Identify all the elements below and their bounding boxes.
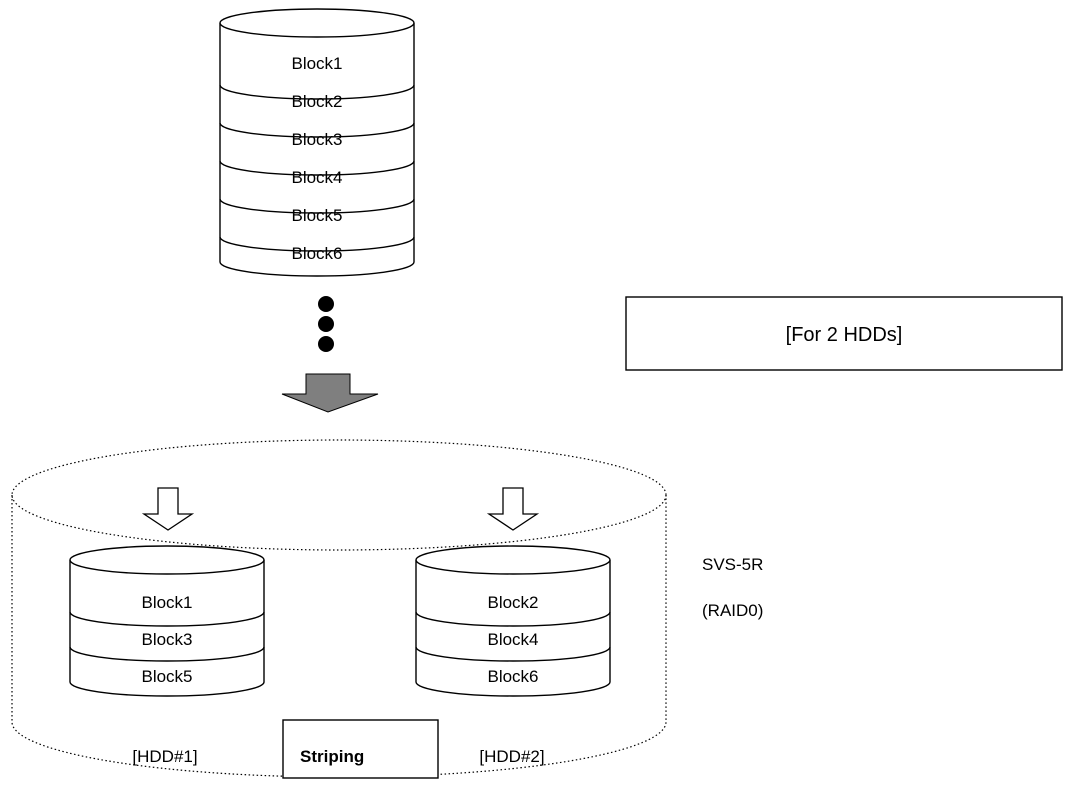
for-hdds-box: [For 2 HDDs] (625, 296, 1063, 371)
source-divider (219, 122, 415, 138)
source-block-label: Block2 (291, 92, 342, 111)
source-block-label: Block4 (291, 168, 342, 187)
hdd2-block-label: Block4 (487, 630, 538, 649)
dot (318, 316, 334, 332)
hdd2-divider (415, 611, 611, 627)
hdd1-block-label: Block3 (141, 630, 192, 649)
hdd2-block-label: Block6 (487, 667, 538, 686)
striping-label: Striping (300, 747, 364, 766)
hdd1-cylinder-body (69, 560, 265, 697)
source-cylinder-body (219, 23, 415, 277)
dot (318, 296, 334, 312)
hdd2-block-label: Block2 (487, 593, 538, 612)
source-divider (219, 84, 415, 100)
source-divider (219, 198, 415, 214)
hdd1-label: [HDD#1] (132, 747, 197, 766)
hdd1-cylinder (69, 545, 265, 697)
striping-box: Striping (282, 719, 439, 779)
hdd2-cylinder (415, 545, 611, 697)
hdd1-divider (69, 646, 265, 662)
hdd1-cylinder-top (69, 545, 265, 575)
source-block-labels: Block1 Block2 Block3 Block4 Block5 Block… (291, 54, 342, 263)
source-cylinder-top (219, 8, 415, 38)
continuation-dots (318, 296, 334, 352)
source-cylinder-stack (219, 8, 415, 277)
hdd2-divider (415, 646, 611, 662)
source-block-label: Block6 (291, 244, 342, 263)
gray-down-arrow-icon (281, 373, 379, 413)
device-name-label: SVS-5R (702, 555, 763, 574)
for-hdds-label: [For 2 HDDs] (786, 324, 903, 346)
hdd1-divider (69, 611, 265, 627)
hdd2-cylinder-body (415, 560, 611, 697)
hollow-down-arrow-icon (141, 487, 195, 531)
hollow-down-arrow-icon (486, 487, 540, 531)
hdd2-block-labels: Block2 Block4 Block6 (487, 593, 538, 686)
hdd1-block-labels: Block1 Block3 Block5 (141, 593, 192, 686)
hdd1-block-label: Block1 (141, 593, 192, 612)
source-divider (219, 160, 415, 176)
hdd2-cylinder-top (415, 545, 611, 575)
source-divider (219, 236, 415, 252)
hdd2-label: [HDD#2] (479, 747, 544, 766)
source-block-label: Block3 (291, 130, 342, 149)
source-block-label: Block1 (291, 54, 342, 73)
source-block-label: Block5 (291, 206, 342, 225)
raid-mode-label: (RAID0) (702, 601, 763, 620)
dot (318, 336, 334, 352)
raid-cylinder-body (11, 495, 667, 778)
raid-cylinder-top (11, 439, 667, 551)
raid-array-cylinder (11, 439, 667, 778)
hdd1-block-label: Block5 (141, 667, 192, 686)
